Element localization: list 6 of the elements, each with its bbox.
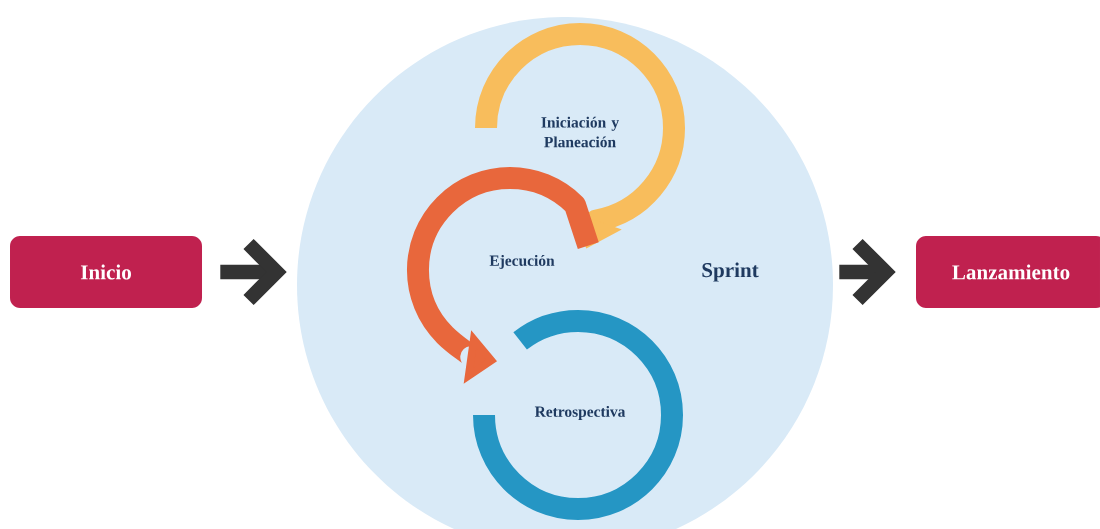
stage-box: Lanzamiento [916, 236, 1100, 308]
stage-label: Ejecución [489, 255, 555, 269]
stage-label: Iniciación y Planeación [541, 116, 619, 148]
stage-box: Inicio [10, 236, 202, 308]
stage-label: Retrospectiva [534, 406, 626, 420]
circle-label: Sprint [702, 262, 759, 282]
